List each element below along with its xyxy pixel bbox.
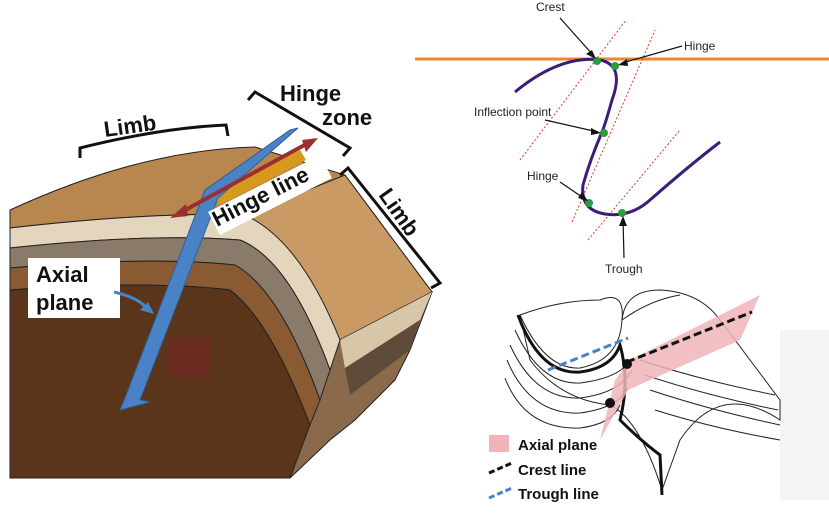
legend-axial-plane: Axial plane [518,437,597,454]
trough-black-dot [605,398,615,408]
crest-pointer-head [586,50,596,59]
hinge-top-pointer-head [618,59,628,66]
legend-trough-swatch [488,486,513,500]
inflection-label: Inflection point [474,105,552,119]
trough-dot [618,209,626,217]
crest-pointer [559,17,594,56]
hinge-zone-bracket [246,90,353,157]
fold-profile-diagram: Crest Hinge Inflection point Hinge Troug… [415,0,829,276]
hinge-bottom-pointer-head [578,192,588,201]
hinge-top-label: Hinge [684,39,716,53]
axial-plane-pink [600,295,760,440]
trough-label: Trough [605,262,643,276]
limb-right-bracket [339,165,443,290]
sheet-line-1 [514,329,631,384]
limb-top-label: Limb [102,110,158,142]
crest-label: Crest [536,0,565,14]
sheet-right-lines [639,359,781,441]
sheet-front-edge [516,314,664,496]
axial-trace-2 [571,29,656,223]
trough-pointer-head [619,216,627,226]
inflection-pointer-head [591,128,601,135]
axial-trace-1 [519,19,627,161]
dark-square [168,337,210,377]
axial-plane-label-2: plane [36,290,93,315]
sheet-top-curve [519,294,681,321]
legend-crest-line: Crest line [518,462,586,479]
crest-dot [593,57,601,65]
inflection-pointer [544,119,599,133]
fold-block-diagram: Limb Hinge zone Hinge line Limb Axial pl… [9,81,443,479]
legend-trough-line: Trough line [518,486,599,503]
axial-plane-label-1: Axial [36,262,89,287]
hinge-arrow-head-left [170,204,188,218]
crest-black-dot [622,359,632,369]
axial-plane-label-box [28,258,120,318]
hinge-strip [212,150,306,205]
legend-axial-swatch [489,435,509,452]
hinge-arrow-head-right [302,138,318,152]
hinge-line-arrow [177,140,311,216]
hinge-top-pointer [621,45,683,64]
inflection-dot [600,129,608,137]
fold-sheets-diagram: Axial plane Crest line Trough line [488,289,829,503]
block-right-dark-band [345,320,420,395]
hinge-top-dot [611,62,619,70]
crest-line [626,310,753,364]
hinge-zone-label-2: zone [322,105,372,130]
fold-curve [514,57,721,217]
legend-crest-swatch [488,461,513,475]
hinge-line-label-bg [208,155,332,235]
hinge-bottom-dot [585,199,593,207]
trough-line [547,336,629,372]
glare-area [780,330,829,500]
block-right-light-band [340,292,432,368]
hinge-zone-label-1: Hinge [280,81,341,106]
axial-plane-blue [119,127,299,411]
limb-top-bracket [78,123,230,158]
hinge-bottom-label: Hinge [527,169,559,183]
axial-plane-pointer-head [140,302,154,314]
